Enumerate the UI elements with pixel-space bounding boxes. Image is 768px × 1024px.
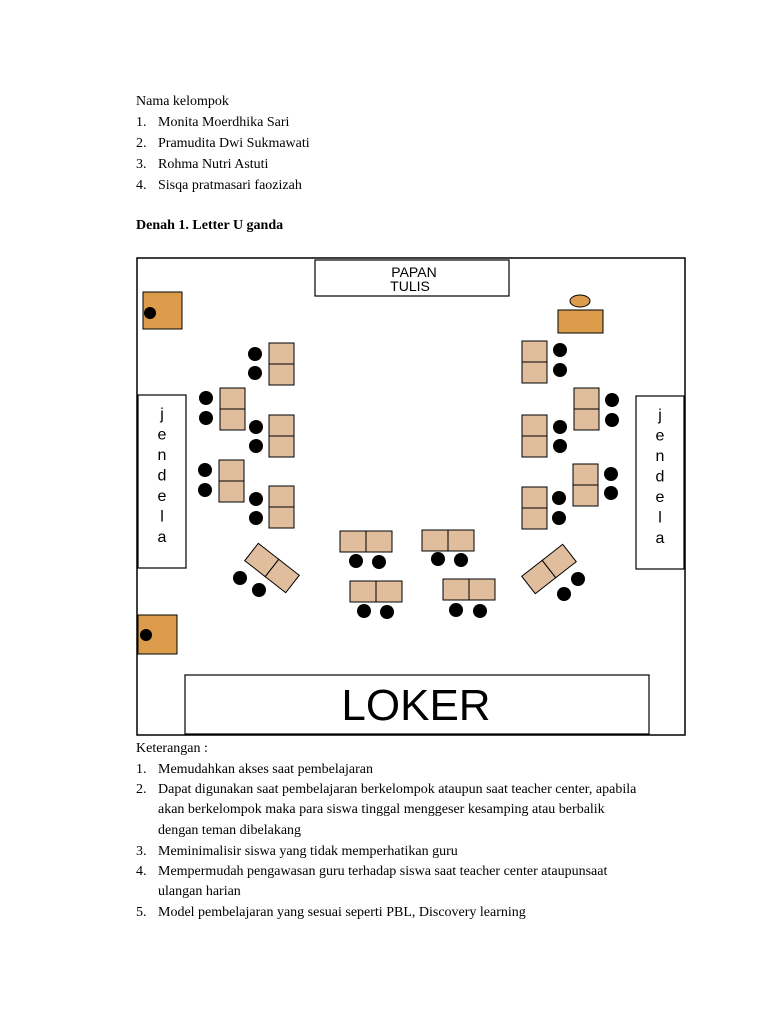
window-right: [635, 395, 685, 570]
window-left: [137, 394, 187, 569]
desk-pair: [573, 387, 619, 431]
list-number: 4.: [136, 178, 147, 193]
note-item: Dapat digunakan saat pembelajaran berkel…: [158, 782, 637, 797]
window-letter: l: [160, 509, 164, 526]
desk-pair-angled: [521, 543, 585, 601]
whiteboard-label-2: TULIS: [390, 278, 430, 294]
list-number: 1.: [136, 762, 147, 777]
locker: [184, 674, 650, 735]
window-letter: n: [158, 447, 167, 464]
desk-pair: [521, 486, 566, 530]
chair: [144, 307, 156, 319]
notes-heading: Keterangan :: [136, 741, 208, 756]
window-letter: e: [158, 488, 167, 505]
window-letter: j: [657, 407, 662, 424]
desk-pair: [249, 485, 295, 529]
chair: [140, 629, 152, 641]
list-number: 2.: [136, 782, 147, 797]
window-letter: n: [656, 448, 665, 465]
window-letter: a: [656, 530, 665, 547]
window-letter: e: [158, 427, 167, 444]
window-letter: d: [656, 469, 665, 486]
desk-pair: [572, 463, 618, 507]
list-number: 5.: [136, 905, 147, 920]
window-letter: j: [159, 406, 164, 423]
note-item: Memudahkan akses saat pembelajaran: [158, 762, 373, 777]
member-item: Rohma Nutri Astuti: [158, 157, 269, 172]
note-item: Mempermudah pengawasan guru terhadap sis…: [158, 864, 608, 879]
desk-pair: [349, 580, 403, 619]
teacher-chair: [569, 294, 591, 308]
desk-pair: [521, 340, 567, 384]
window-letter: e: [656, 489, 665, 506]
group-heading: Nama kelompok: [136, 94, 229, 109]
teacher-desk: [557, 309, 604, 334]
list-number: 4.: [136, 864, 147, 879]
desk-pair: [339, 530, 393, 569]
note-item-continued: ulangan harian: [158, 884, 241, 899]
desk-pair: [249, 414, 295, 458]
list-number: 2.: [136, 136, 147, 151]
member-item: Sisqa pratmasari faozizah: [158, 178, 302, 193]
whiteboard-label-1: PAPAN: [391, 264, 436, 280]
window-letter: d: [158, 468, 167, 485]
note-item: Model pembelajaran yang sesuai seperti P…: [158, 905, 526, 920]
locker-label: LOKER: [341, 681, 490, 730]
window-letter: e: [656, 428, 665, 445]
desk-pair-angled: [233, 542, 300, 597]
member-item: Pramudita Dwi Sukmawati: [158, 136, 310, 151]
list-number: 3.: [136, 157, 147, 172]
desk-pair: [421, 529, 475, 567]
note-item-continued: dengan teman dibelakang: [158, 823, 302, 838]
window-letter: a: [158, 529, 167, 546]
window-letter: l: [658, 510, 662, 527]
note-item: Meminimalisir siswa yang tidak memperhat…: [158, 844, 458, 859]
whiteboard: [314, 259, 510, 297]
desk-pair: [442, 578, 496, 618]
note-item-continued: akan berkelompok maka para siswa tinggal…: [158, 802, 605, 817]
desk-pair: [248, 342, 295, 386]
member-item: Monita Moerdhika Sari: [158, 115, 290, 130]
desk-pair: [521, 414, 567, 458]
desk-pair: [198, 459, 245, 503]
desk-pair: [199, 387, 246, 431]
list-number: 1.: [136, 115, 147, 130]
plan-title: Denah 1. Letter U ganda: [136, 218, 284, 233]
list-number: 3.: [136, 844, 147, 859]
